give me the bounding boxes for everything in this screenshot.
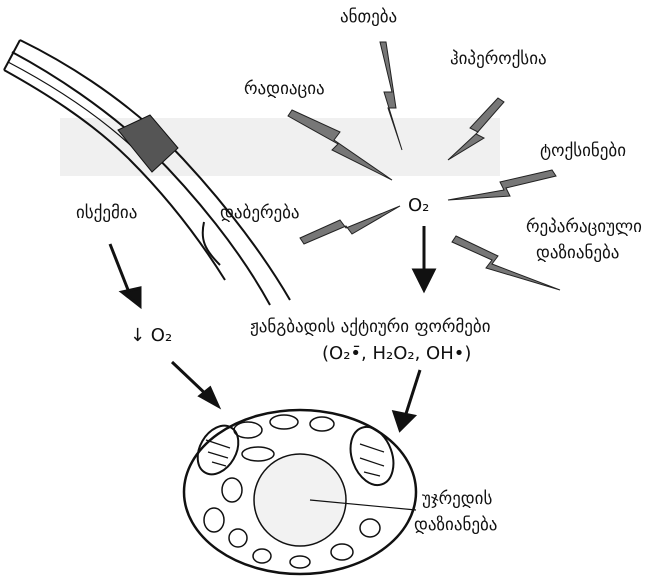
label-low-oxygen: ↓ O₂	[130, 326, 172, 347]
bolt-left	[300, 206, 400, 244]
cell-nucleus	[254, 454, 346, 546]
label-radiation: რადიაცია	[244, 80, 325, 100]
cell	[184, 410, 416, 574]
label-oxygen-center: O₂	[408, 196, 429, 217]
label-hyperoxia: ჰიპეროქსია	[450, 50, 547, 70]
label-inflammation: ანთება	[340, 8, 397, 28]
label-injury: დაბერება	[220, 204, 300, 224]
label-cell-damage-1: უჯრედის	[422, 490, 492, 510]
label-ischemia: ისქემია	[76, 204, 137, 224]
arrow-ros-to-cell	[404, 370, 420, 420]
label-ros-species: (O₂•̄, H₂O₂, OH•)	[322, 344, 471, 365]
label-ros-title: ჟანგბადის აქტიური ფორმები	[250, 318, 491, 338]
mitochondrion-right	[343, 421, 401, 491]
label-cell-damage-2: დაზიანება	[414, 516, 497, 536]
label-reperfusion-2: დაზიანება	[536, 244, 619, 264]
label-toxins: ტოქსინები	[540, 142, 626, 162]
mitochondrion-left	[189, 418, 246, 481]
label-reperfusion-1: რეპარაციული	[526, 218, 642, 238]
